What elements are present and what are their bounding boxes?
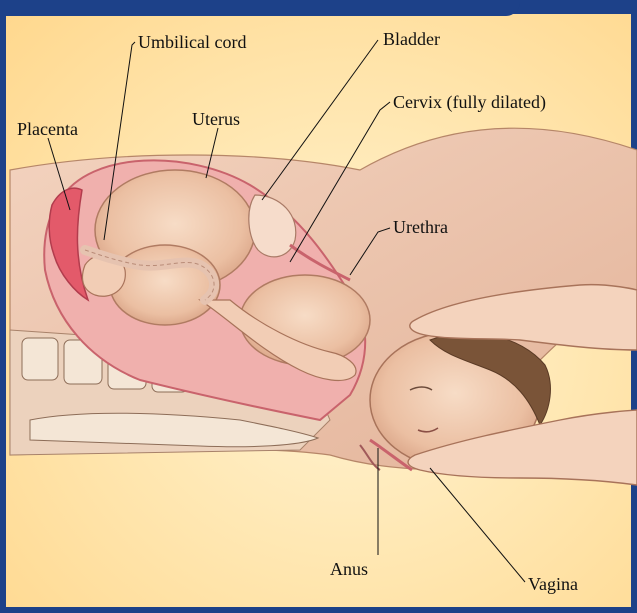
label-uterus: Uterus [192,110,240,128]
label-placenta: Placenta [17,120,78,138]
label-cervix: Cervix (fully dilated) [393,93,546,111]
label-vagina: Vagina [528,575,578,593]
baby-buttocks [110,245,220,325]
label-umbilical-cord: Umbilical cord [138,33,246,51]
label-anus: Anus [330,560,368,578]
label-urethra: Urethra [393,218,448,236]
label-bladder: Bladder [383,30,440,48]
leader-vagina [430,468,525,582]
